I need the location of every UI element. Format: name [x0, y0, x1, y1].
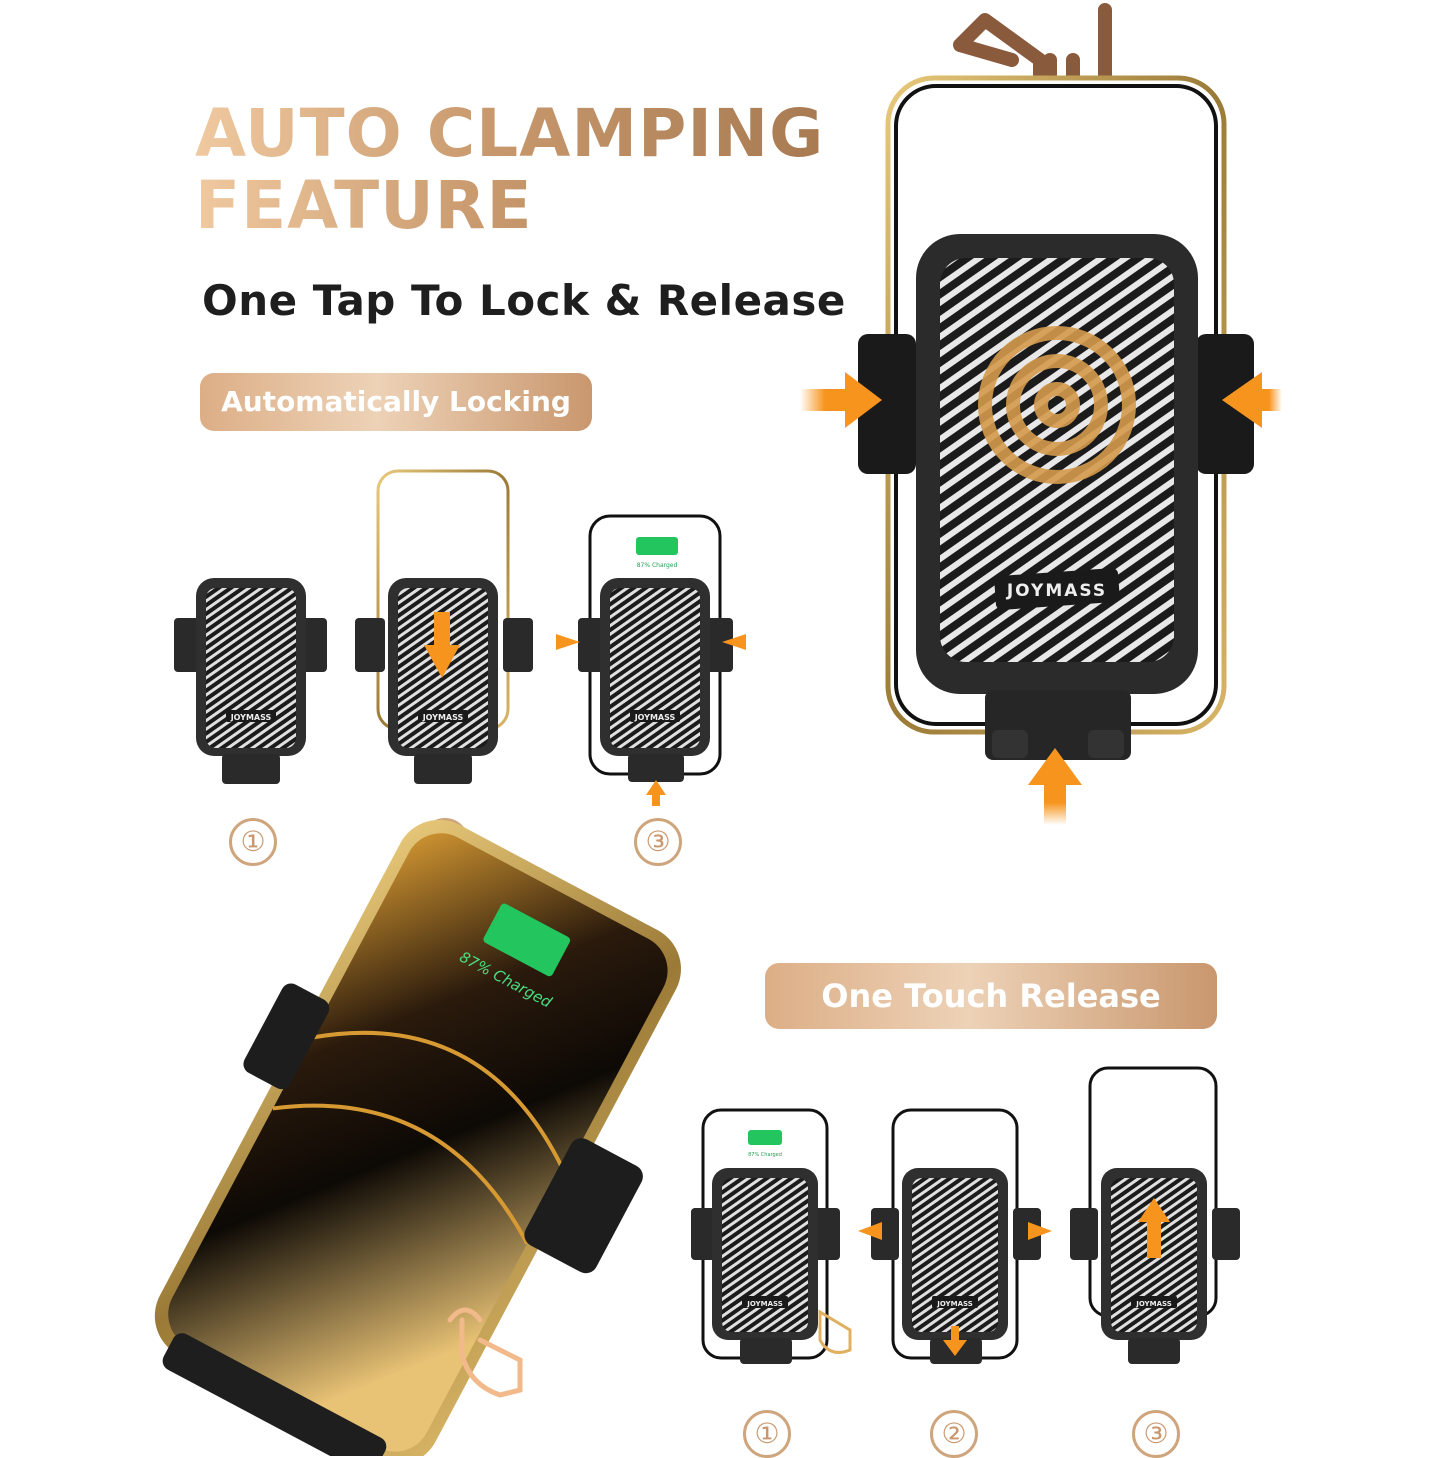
arrow-icon	[800, 372, 1282, 825]
wireless-charging-icon	[978, 326, 1136, 484]
subheading: One Tap To Lock & Release	[202, 276, 846, 325]
angled-phone-product: 87% Charged	[154, 819, 681, 1456]
brand-badge: JOYMASS	[1006, 581, 1107, 601]
lock-step-3: ③	[634, 818, 682, 866]
brand-small-3: JOYMASS	[634, 713, 676, 722]
automatically-locking-label: Automatically Locking	[200, 373, 592, 431]
brand-small-1: JOYMASS	[230, 713, 272, 722]
brand-release-1: JOYMASS	[746, 1300, 783, 1308]
release-step-3-diagram: JOYMASS	[1070, 1066, 1240, 1364]
release-step-2-diagram: JOYMASS	[858, 1108, 1052, 1364]
lock-step-1: ①	[229, 818, 277, 866]
tap-hand-icon	[447, 1307, 523, 1398]
charge-text-small: 87% Charged	[637, 562, 678, 569]
lock-step-1-diagram	[174, 578, 327, 784]
large-holder-diagram: JOYMASS	[800, 3, 1282, 825]
lock-step-2-diagram	[355, 469, 533, 784]
release-step-1-diagram: 87% Charged JOYMASS	[691, 1108, 852, 1364]
one-touch-release-label: One Touch Release	[765, 963, 1217, 1029]
brand-release-3: JOYMASS	[1135, 1300, 1172, 1308]
charge-text-release: 87% Charged	[748, 1152, 782, 1158]
brand-release-2: JOYMASS	[936, 1300, 973, 1308]
lock-step-3-diagram: 87% Charged	[556, 514, 746, 806]
battery-icon-large	[483, 903, 571, 977]
battery-icon	[636, 537, 678, 555]
brand-small-2: JOYMASS	[422, 713, 464, 722]
